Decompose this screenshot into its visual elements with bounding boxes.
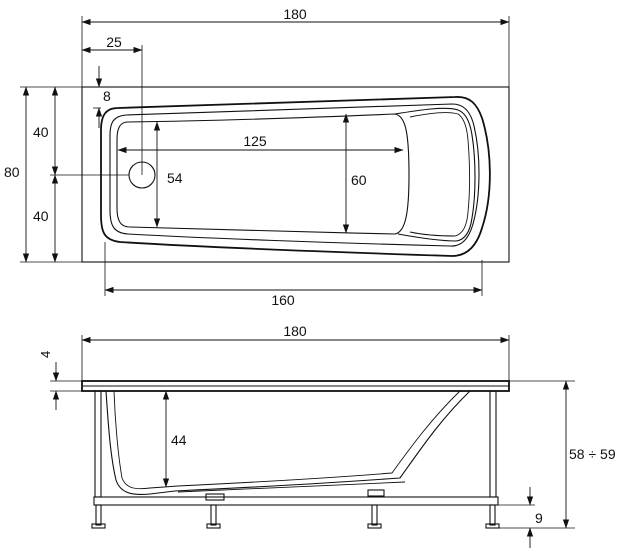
label-rim-thickness: 4 bbox=[38, 351, 53, 358]
top-view-outer-rim bbox=[81, 86, 510, 263]
side-view-floor bbox=[177, 481, 406, 493]
top-view-backrest-contour bbox=[394, 107, 476, 242]
side-view-basin-inner bbox=[113, 390, 461, 490]
side-view-foot-pad bbox=[206, 523, 221, 529]
side-view-foot-pad bbox=[485, 523, 500, 529]
label-half-width-upper: 40 bbox=[33, 124, 49, 140]
label-leg-height: 9 bbox=[535, 510, 543, 526]
label-overall-length: 180 bbox=[283, 6, 307, 22]
label-half-width-lower: 40 bbox=[33, 208, 49, 224]
side-view-foot bbox=[95, 504, 102, 526]
side-view-foot-pad bbox=[367, 523, 382, 529]
side-view-basin-outer bbox=[105, 390, 471, 496]
top-view-floor-contour bbox=[116, 113, 410, 235]
label-depth: 44 bbox=[171, 432, 187, 448]
label-drain-distance: 125 bbox=[243, 133, 267, 149]
top-view-basin-outer bbox=[100, 96, 491, 257]
top-view-backrest-inner bbox=[409, 112, 470, 237]
side-view-foot-pad bbox=[91, 523, 106, 529]
label-overall-width: 80 bbox=[4, 164, 20, 180]
label-side-overall-length: 180 bbox=[283, 323, 307, 339]
label-inner-width-left: 54 bbox=[167, 170, 183, 186]
side-view-support-fitting bbox=[367, 489, 385, 497]
label-inner-length: 160 bbox=[271, 292, 295, 308]
side-view-frame-base bbox=[93, 496, 499, 506]
side-view-foot bbox=[371, 504, 378, 526]
side-view-foot bbox=[210, 504, 217, 526]
side-view-foot bbox=[489, 504, 496, 526]
top-view-basin-inner bbox=[109, 103, 480, 247]
label-inner-width-right: 60 bbox=[351, 172, 367, 188]
label-height-range: 58 ÷ 59 bbox=[569, 446, 616, 462]
top-view: 180 25 8 80 40 40 125 54 60 160 bbox=[4, 6, 510, 308]
side-view: 180 4 44 58 ÷ 59 9 bbox=[38, 323, 616, 548]
side-view-leg-right bbox=[489, 390, 497, 498]
side-view-leg-left bbox=[94, 390, 102, 498]
label-drain-offset: 25 bbox=[106, 34, 122, 50]
label-rim-offset: 8 bbox=[103, 88, 111, 104]
